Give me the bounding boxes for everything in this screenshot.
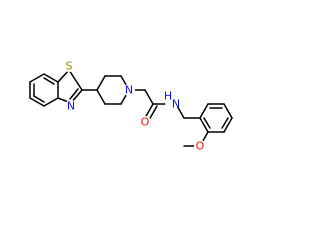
bond bbox=[29, 97, 45, 107]
bond-inner bbox=[203, 117, 211, 129]
bond-inner bbox=[221, 117, 229, 129]
bond bbox=[223, 117, 233, 133]
bond bbox=[96, 89, 106, 105]
bond bbox=[96, 75, 106, 91]
bond-inner bbox=[69, 88, 79, 100]
bond bbox=[68, 69, 83, 91]
bond bbox=[144, 89, 154, 105]
methoxy-oxygen-bg bbox=[194, 140, 206, 152]
thiazole-nitrogen-bg bbox=[65, 100, 77, 112]
thiazole-nitrogen-label: N bbox=[67, 100, 75, 113]
amide-hydrogen-label: H bbox=[164, 90, 172, 103]
bond bbox=[148, 105, 158, 121]
piperidine-nitrogen-label: N bbox=[125, 84, 133, 97]
bond bbox=[43, 97, 59, 107]
bond-inner bbox=[43, 77, 55, 85]
bond bbox=[29, 73, 45, 83]
bond bbox=[199, 103, 209, 119]
bond-layer bbox=[29, 69, 233, 147]
molecule-structure: S N N O H N O bbox=[29, 60, 233, 153]
amide-nitrogen-bg bbox=[165, 95, 179, 109]
methoxy-oxygen-label: O bbox=[196, 140, 205, 153]
bond bbox=[223, 103, 233, 119]
bond-inner bbox=[33, 95, 45, 103]
sulfur-atom-bg bbox=[63, 60, 75, 72]
carbonyl-oxygen-label: O bbox=[141, 116, 150, 129]
carbonyl-oxygen-bg bbox=[139, 116, 151, 128]
piperidine-nitrogen-bg bbox=[123, 84, 135, 96]
bond bbox=[57, 69, 70, 83]
bond bbox=[144, 103, 154, 119]
atom-label-layer: S N N O H N O bbox=[63, 60, 206, 153]
amide-nitrogen-label: N bbox=[172, 98, 180, 111]
bond bbox=[43, 73, 59, 83]
sulfur-atom-label: S bbox=[66, 60, 73, 73]
bond bbox=[199, 117, 209, 133]
